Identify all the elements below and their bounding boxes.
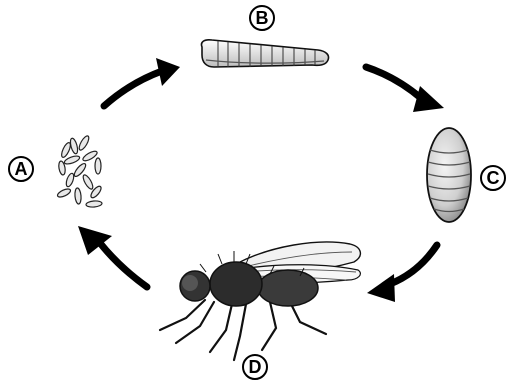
- arrow-a-to-b: [104, 58, 180, 106]
- label-d: D: [243, 355, 267, 379]
- label-b-text: B: [256, 8, 269, 28]
- pupa-icon: [427, 128, 471, 222]
- arrow-c-to-d: [367, 245, 437, 302]
- eggs-icon: [56, 135, 102, 208]
- adult-fly-icon: [160, 242, 360, 360]
- larva-icon: [201, 40, 328, 67]
- label-a: A: [9, 157, 33, 181]
- arrow-b-to-c: [366, 67, 444, 112]
- label-a-text: A: [15, 159, 28, 179]
- label-b: B: [250, 6, 274, 30]
- arrow-d-to-a: [78, 226, 147, 287]
- label-d-text: D: [249, 357, 262, 377]
- label-c-text: C: [487, 168, 500, 188]
- label-c: C: [481, 166, 505, 190]
